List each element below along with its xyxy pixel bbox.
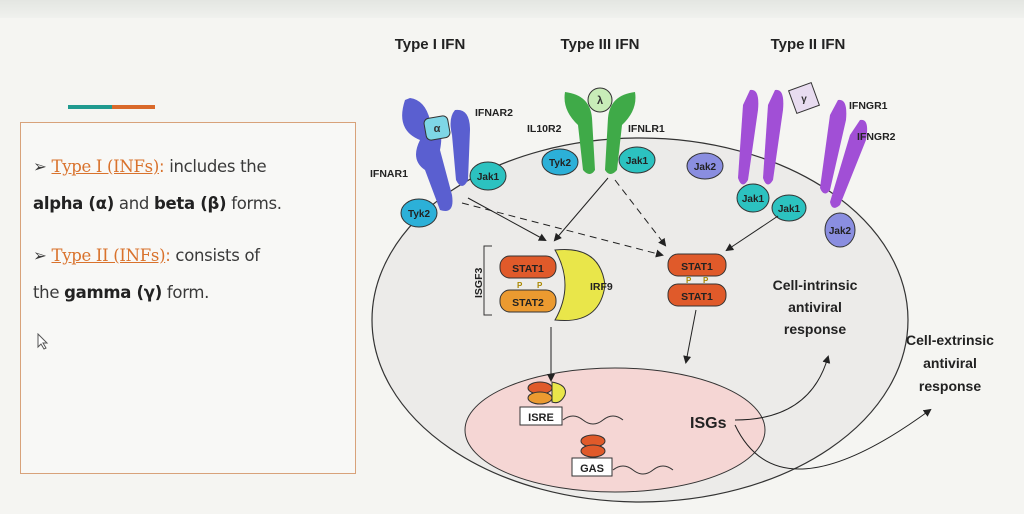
isgs-label: ISGs (690, 415, 727, 432)
accent-bar-teal (68, 105, 112, 109)
text: the (33, 283, 65, 302)
top-band (0, 0, 1024, 18)
extrinsic-response-label: Cell-extrinsic (906, 332, 994, 348)
stat1-label: STAT1 (512, 263, 544, 275)
ifnar1-label: IFNAR1 (370, 168, 408, 180)
jak1-label: Jak1 (477, 172, 500, 183)
header-type2: Type II IFN (771, 36, 846, 53)
jak1-label: Jak1 (742, 194, 765, 205)
jak2-label: Jak2 (694, 162, 717, 173)
stat1-label: STAT1 (681, 291, 713, 303)
gas-label: GAS (580, 463, 604, 475)
isgf3-label: ISGF3 (473, 267, 485, 298)
header-type1: Type I IFN (395, 36, 466, 53)
text: forms. (226, 194, 282, 213)
intrinsic-response-label: response (784, 321, 846, 337)
bullet-type2: ➢ Type II (INFs): consists of (33, 246, 260, 265)
ifngr2-label: IFNGR2 (857, 131, 896, 143)
type2-receptor: γ Jak2 Jak1 Jak1 Jak2 (686, 81, 868, 248)
alpha-term: alpha (α) (33, 194, 114, 213)
phospho-label: P (517, 281, 523, 290)
ifnar2-label: IFNAR2 (475, 107, 513, 119)
bullet-text: consists of (170, 246, 260, 265)
type1-highlight: Type I (INFs) (51, 157, 159, 176)
phospho-label: P (703, 276, 709, 285)
bullet-text: includes the (164, 157, 267, 176)
stat1-label: STAT1 (681, 261, 713, 273)
il10r2-label: IL10R2 (527, 123, 562, 135)
colon: : (165, 246, 171, 265)
bullet-type1-line2: alpha (α) and beta (β) forms. (33, 194, 282, 213)
phospho-label: P (686, 276, 692, 285)
bullet-type2-line2: the gamma (γ) form. (33, 283, 209, 302)
lambda-ligand: λ (597, 95, 603, 107)
intrinsic-response-label: antiviral (788, 299, 842, 315)
text: and (113, 194, 154, 213)
extrinsic-response-label: antiviral (923, 355, 977, 371)
tyk2-label: Tyk2 (549, 158, 571, 169)
bullet-marker: ➢ (33, 157, 47, 176)
accent-bar-orange (112, 105, 155, 109)
type3-receptor: λ Tyk2 Jak1 (541, 87, 656, 176)
jak2-label: Jak2 (829, 226, 852, 237)
beta-term: beta (β) (154, 194, 227, 213)
ifngr1-label: IFNGR1 (849, 100, 888, 112)
isre-label: ISRE (528, 412, 554, 424)
extrinsic-response-label: response (919, 378, 981, 394)
signaling-arrows (461, 177, 932, 470)
tyk2-label: Tyk2 (408, 209, 430, 220)
jak1-label: Jak1 (626, 156, 649, 167)
irf9-label: IRF9 (590, 281, 613, 293)
gamma-term: gamma (γ) (64, 283, 162, 302)
type2-highlight: Type II (INFs) (51, 246, 166, 265)
gamma-ligand: γ (801, 94, 807, 105)
jak1-label: Jak1 (778, 204, 801, 215)
mouse-cursor-icon (37, 333, 49, 350)
phospho-label: P (537, 281, 543, 290)
bullet-type1: ➢ Type I (INFs): includes the (33, 157, 267, 176)
header-type3: Type III IFN (561, 36, 640, 53)
type1-receptor: α Jak1 Tyk2 (400, 98, 507, 228)
colon: : (159, 157, 165, 176)
alpha-ligand: α (434, 123, 441, 135)
text: form. (161, 283, 210, 302)
intrinsic-response-label: Cell-intrinsic (773, 277, 858, 293)
bullet-marker: ➢ (33, 246, 47, 265)
stat2-label: STAT2 (512, 297, 544, 309)
ifnlr1-label: IFNLR1 (628, 123, 665, 135)
text-box: ➢ Type I (INFs): includes the alpha (α) … (20, 122, 356, 474)
